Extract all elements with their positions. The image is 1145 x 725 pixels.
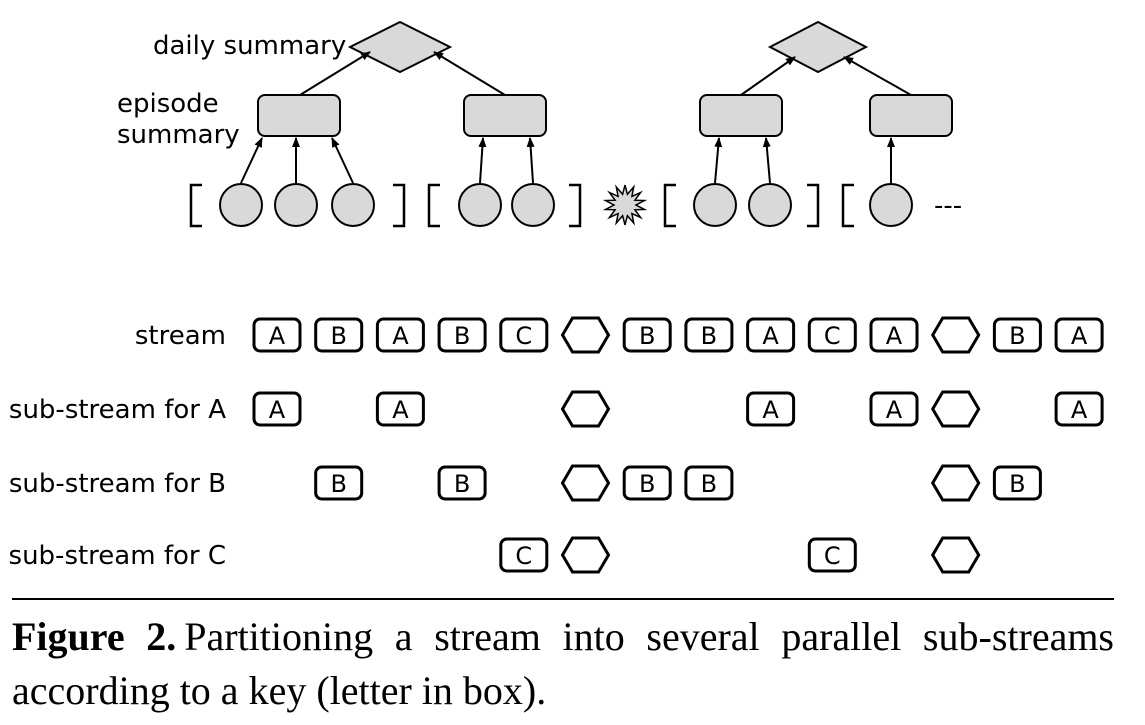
- event-circles: [219, 183, 913, 227]
- key-letter: A: [762, 396, 779, 424]
- key-letter: A: [392, 396, 409, 424]
- key-letter: A: [1071, 322, 1088, 350]
- row-label: sub-stream for C: [9, 541, 226, 571]
- key-box: [746, 317, 796, 353]
- caption-text: Partitioning a stream into several paral…: [12, 614, 1115, 713]
- event-node: [748, 183, 792, 227]
- key-letter: C: [515, 322, 532, 350]
- key-letter: A: [762, 322, 779, 350]
- event-node: [869, 183, 913, 227]
- figure-caption: Figure 2.Partitioning a stream into seve…: [12, 598, 1114, 718]
- key-box: [252, 391, 302, 427]
- daily-summary-label: daily summary: [153, 31, 346, 61]
- key-letter: A: [886, 322, 903, 350]
- key-letter: B: [454, 322, 470, 350]
- boundary-marker: [930, 390, 981, 428]
- daily-summary-node-1: [347, 20, 453, 74]
- key-box: [992, 465, 1042, 501]
- day-boundary-starburst: [602, 184, 648, 226]
- key-box: [252, 317, 302, 353]
- key-letter: B: [701, 470, 717, 498]
- episode-summary-node-1: [257, 94, 341, 137]
- boundary-marker: [930, 536, 981, 574]
- row-label: sub-stream for A: [9, 395, 226, 425]
- key-letter: A: [886, 396, 903, 424]
- boundary-marker: [560, 536, 611, 574]
- key-box: [684, 317, 734, 353]
- boundary-marker: [560, 464, 611, 502]
- key-letter: B: [454, 470, 470, 498]
- key-box: [684, 465, 734, 501]
- key-letter: C: [515, 542, 532, 570]
- key-box: [437, 317, 487, 353]
- key-box: [314, 465, 364, 501]
- key-box: [622, 317, 672, 353]
- key-box: [375, 391, 425, 427]
- key-letter: C: [824, 322, 841, 350]
- key-box: [807, 317, 857, 353]
- key-letter: B: [639, 470, 655, 498]
- event-node: [693, 183, 737, 227]
- key-box: [869, 391, 919, 427]
- key-letter: B: [330, 470, 346, 498]
- key-letter: A: [269, 396, 286, 424]
- episode-summary-label-line1: episode: [117, 89, 219, 119]
- key-letter: C: [824, 542, 841, 570]
- key-box: [314, 317, 364, 353]
- episode-brackets: [189, 183, 854, 228]
- row-label: stream: [135, 321, 226, 351]
- key-box: [992, 317, 1042, 353]
- figure-label: Figure 2.: [12, 614, 177, 659]
- episode-summary-node-2: [463, 94, 547, 137]
- continuation-dashes: ---: [934, 191, 962, 221]
- stream-partition-diagram: daily summary episode summary: [9, 20, 1104, 574]
- event-node: [511, 183, 555, 227]
- key-box: [807, 537, 857, 573]
- key-box: [437, 465, 487, 501]
- boundary-marker: [560, 316, 611, 354]
- episode-to-daily-arrows: [299, 51, 912, 96]
- boundary-marker: [930, 464, 981, 502]
- key-letter: A: [1071, 396, 1088, 424]
- episode-summary-label-line2: summary: [117, 120, 240, 150]
- boundary-marker: [930, 316, 981, 354]
- key-box: [746, 391, 796, 427]
- episode-summary-node-4: [869, 94, 953, 137]
- key-letter: A: [392, 322, 409, 350]
- key-box: [869, 317, 919, 353]
- key-box: [622, 465, 672, 501]
- event-node: [274, 183, 318, 227]
- key-letter: B: [1009, 470, 1025, 498]
- key-box: [499, 537, 549, 573]
- event-node: [458, 183, 502, 227]
- key-letter: B: [639, 322, 655, 350]
- boundary-marker: [560, 390, 611, 428]
- key-box: [1054, 391, 1104, 427]
- key-box: [375, 317, 425, 353]
- key-box: [499, 317, 549, 353]
- key-letter: B: [1009, 322, 1025, 350]
- episode-summary-node-3: [699, 94, 783, 137]
- key-letter: A: [269, 322, 286, 350]
- row-label: sub-stream for B: [9, 469, 226, 499]
- event-node: [331, 183, 375, 227]
- key-box: [1054, 317, 1104, 353]
- key-letter: B: [330, 322, 346, 350]
- event-node: [219, 183, 263, 227]
- event-to-episode-arrows: [240, 137, 895, 184]
- key-letter: B: [701, 322, 717, 350]
